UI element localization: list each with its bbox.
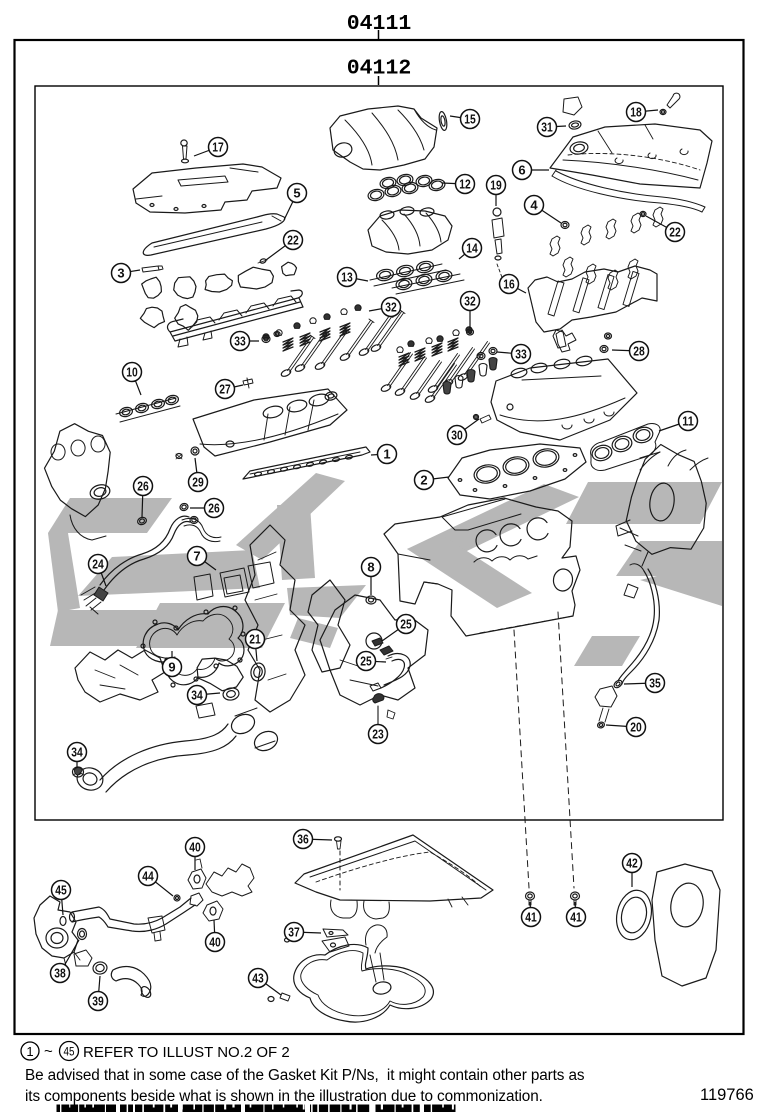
svg-text:6: 6 bbox=[518, 163, 525, 178]
svg-text:40: 40 bbox=[209, 935, 221, 950]
svg-text:20: 20 bbox=[630, 720, 642, 735]
svg-text:40: 40 bbox=[189, 840, 201, 855]
svg-text:22: 22 bbox=[669, 225, 681, 240]
svg-text:34: 34 bbox=[71, 745, 83, 760]
svg-text:25: 25 bbox=[360, 654, 372, 669]
svg-text:8: 8 bbox=[367, 560, 374, 575]
svg-text:38: 38 bbox=[54, 966, 66, 981]
svg-text:5: 5 bbox=[293, 186, 300, 201]
svg-text:34: 34 bbox=[191, 688, 203, 703]
svg-text:22: 22 bbox=[287, 233, 299, 248]
svg-text:26: 26 bbox=[137, 479, 149, 494]
svg-text:12: 12 bbox=[459, 177, 471, 192]
svg-text:32: 32 bbox=[464, 294, 476, 309]
svg-text:17: 17 bbox=[212, 140, 224, 155]
svg-text:26: 26 bbox=[208, 501, 220, 516]
svg-text:33: 33 bbox=[515, 347, 527, 362]
svg-text:35: 35 bbox=[649, 676, 661, 691]
svg-text:15: 15 bbox=[464, 112, 476, 127]
svg-text:~: ~ bbox=[44, 1043, 53, 1060]
svg-text:29: 29 bbox=[192, 475, 204, 490]
svg-text:36: 36 bbox=[297, 832, 309, 847]
svg-text:its components beside what is: its components beside what is shown in t… bbox=[25, 1088, 543, 1105]
svg-text:31: 31 bbox=[541, 120, 553, 135]
svg-text:27: 27 bbox=[219, 382, 231, 397]
svg-text:04112: 04112 bbox=[347, 57, 412, 81]
svg-text:24: 24 bbox=[92, 557, 104, 572]
svg-text:7: 7 bbox=[193, 549, 200, 564]
svg-text:30: 30 bbox=[451, 428, 463, 443]
svg-text:3: 3 bbox=[117, 266, 124, 281]
svg-text:2: 2 bbox=[420, 473, 427, 488]
svg-text:25: 25 bbox=[400, 617, 412, 632]
svg-text:1: 1 bbox=[383, 447, 390, 462]
svg-text:16: 16 bbox=[503, 277, 515, 292]
svg-text:1: 1 bbox=[26, 1044, 33, 1059]
svg-text:10: 10 bbox=[126, 365, 138, 380]
svg-text:18: 18 bbox=[630, 105, 642, 120]
svg-text:41: 41 bbox=[525, 910, 537, 925]
svg-text:19: 19 bbox=[490, 178, 502, 193]
svg-text:28: 28 bbox=[633, 344, 645, 359]
svg-text:44: 44 bbox=[142, 869, 154, 884]
svg-text:21: 21 bbox=[249, 632, 261, 647]
svg-text:42: 42 bbox=[626, 856, 638, 871]
svg-text:23: 23 bbox=[372, 727, 384, 742]
svg-text:39: 39 bbox=[92, 994, 104, 1009]
svg-text:04111: 04111 bbox=[347, 12, 412, 36]
svg-text:41: 41 bbox=[570, 910, 582, 925]
svg-text:11: 11 bbox=[682, 414, 694, 429]
svg-text:32: 32 bbox=[385, 300, 397, 315]
svg-text:43: 43 bbox=[252, 971, 264, 986]
svg-text:4: 4 bbox=[530, 198, 538, 213]
svg-text:45: 45 bbox=[55, 883, 67, 898]
svg-text:33: 33 bbox=[234, 334, 246, 349]
svg-text:REFER TO ILLUST NO.2 OF 2: REFER TO ILLUST NO.2 OF 2 bbox=[83, 1044, 290, 1061]
svg-text:45: 45 bbox=[64, 1045, 75, 1059]
svg-text:119766: 119766 bbox=[700, 1086, 754, 1104]
svg-text:14: 14 bbox=[466, 241, 478, 256]
svg-text:Be advised that in some case o: Be advised that in some case of the Gask… bbox=[25, 1067, 585, 1084]
svg-text:37: 37 bbox=[288, 925, 300, 940]
svg-text:9: 9 bbox=[168, 660, 175, 675]
svg-text:13: 13 bbox=[341, 270, 353, 285]
